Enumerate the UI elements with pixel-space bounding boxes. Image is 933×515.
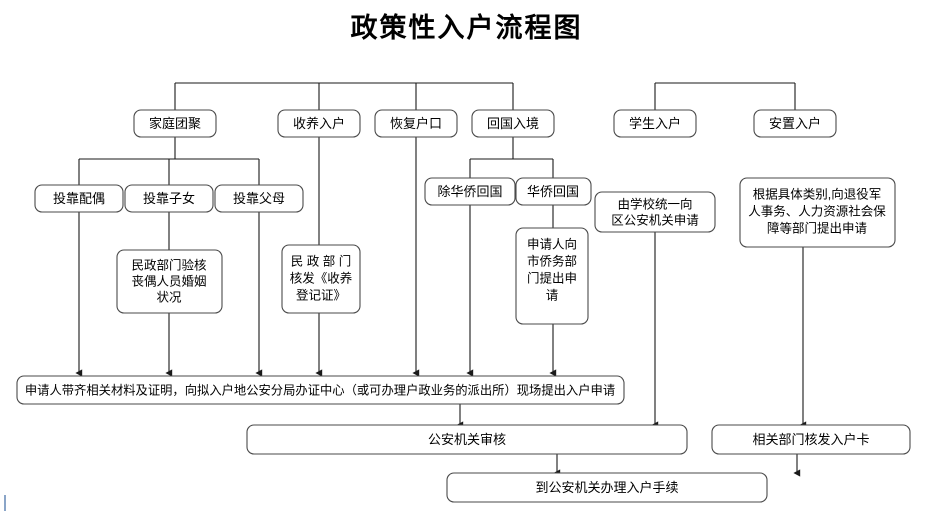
- node-overseas-apply-line-3: 请: [546, 288, 559, 302]
- node-return-entry[interactable]: 回国入境: [471, 109, 555, 138]
- node-civil-affairs-issue-line-2: 登记证》: [296, 287, 346, 302]
- node-children-label: 投靠子女: [143, 191, 195, 206]
- node-family-reunion[interactable]: 家庭团聚: [133, 109, 217, 138]
- node-adoption-label: 收养入户: [293, 116, 345, 131]
- node-final-step-label: 到公安机关办理入户手续: [535, 480, 678, 495]
- node-police-review[interactable]: 公安机关审核: [246, 424, 688, 455]
- node-main-application[interactable]: 申请人带齐相关材料及证明，向拟入户地公安分局办证中心（或可办理户政业务的派出所）…: [16, 375, 625, 405]
- node-student-label: 学生入户: [629, 116, 681, 131]
- node-school-apply-line-1: 区公安机关申请: [611, 212, 699, 227]
- node-restore-hukou[interactable]: 恢复户口: [374, 109, 458, 138]
- node-overseas-return-label: 华侨回国: [527, 184, 579, 199]
- node-final-step[interactable]: 到公安机关办理入户手续: [446, 472, 768, 503]
- node-return-entry-label: 回国入境: [487, 116, 539, 131]
- node-issue-card-label: 相关部门核发入户卡: [752, 432, 869, 447]
- node-veteran-apply-line-2: 障等部门提出申请: [767, 220, 867, 235]
- node-spouse-label: 投靠配偶: [53, 191, 105, 206]
- node-spouse[interactable]: 投靠配偶: [34, 184, 124, 213]
- node-civil-affairs-verify[interactable]: 民政部门验核 丧偶人员婚姻 状况: [116, 249, 223, 314]
- node-civil-affairs-verify-line-2: 状况: [156, 290, 182, 304]
- node-civil-affairs-issue-line-0: 民 政 部 门: [291, 253, 351, 268]
- node-overseas-apply-line-1: 市侨务部: [527, 253, 577, 268]
- connector-layer: [75, 82, 807, 477]
- node-resettlement-label: 安置入户: [769, 116, 821, 131]
- node-civil-affairs-issue-line-1: 核发《收养: [290, 270, 353, 285]
- node-parents[interactable]: 投靠父母: [214, 184, 304, 213]
- node-non-overseas-return[interactable]: 除华侨回国: [424, 177, 516, 206]
- node-non-overseas-return-label: 除华侨回国: [437, 184, 502, 199]
- page-title: 政策性入户流程图: [350, 13, 583, 43]
- node-civil-affairs-issue[interactable]: 民 政 部 门 核发《收养 登记证》: [281, 244, 361, 314]
- node-civil-affairs-verify-line-1: 丧偶人员婚姻: [131, 273, 206, 288]
- node-adoption[interactable]: 收养入户: [277, 109, 361, 138]
- text-cursor-artifact: [4, 495, 6, 511]
- node-student[interactable]: 学生入户: [613, 109, 697, 138]
- node-children[interactable]: 投靠子女: [124, 184, 214, 213]
- node-family-reunion-label: 家庭团聚: [149, 116, 201, 131]
- node-overseas-return[interactable]: 华侨回国: [515, 177, 592, 206]
- node-overseas-apply-line-2: 门提出申: [527, 270, 577, 285]
- node-veteran-apply[interactable]: 根据具体类别,向退役军 人事务、人力资源社会保 障等部门提出申请: [739, 177, 896, 248]
- node-police-review-label: 公安机关审核: [428, 432, 506, 447]
- node-veteran-apply-line-1: 人事务、人力资源社会保: [748, 203, 886, 218]
- node-veteran-apply-line-0: 根据具体类别,向退役军: [753, 186, 881, 201]
- node-parents-label: 投靠父母: [233, 191, 285, 206]
- node-resettlement[interactable]: 安置入户: [753, 109, 837, 138]
- node-civil-affairs-verify-line-0: 民政部门验核: [131, 257, 207, 272]
- node-overseas-apply-line-0: 申请人向: [527, 236, 577, 251]
- node-main-application-label: 申请人带齐相关材料及证明，向拟入户地公安分局办证中心（或可办理户政业务的派出所）…: [25, 382, 615, 397]
- node-school-apply-line-0: 由学校统一向: [617, 196, 692, 211]
- node-restore-hukou-label: 恢复户口: [390, 116, 442, 131]
- node-school-apply[interactable]: 由学校统一向 区公安机关申请: [594, 191, 716, 233]
- node-issue-card[interactable]: 相关部门核发入户卡: [711, 424, 911, 455]
- node-overseas-apply[interactable]: 申请人向 市侨务部 门提出申 请: [515, 227, 589, 325]
